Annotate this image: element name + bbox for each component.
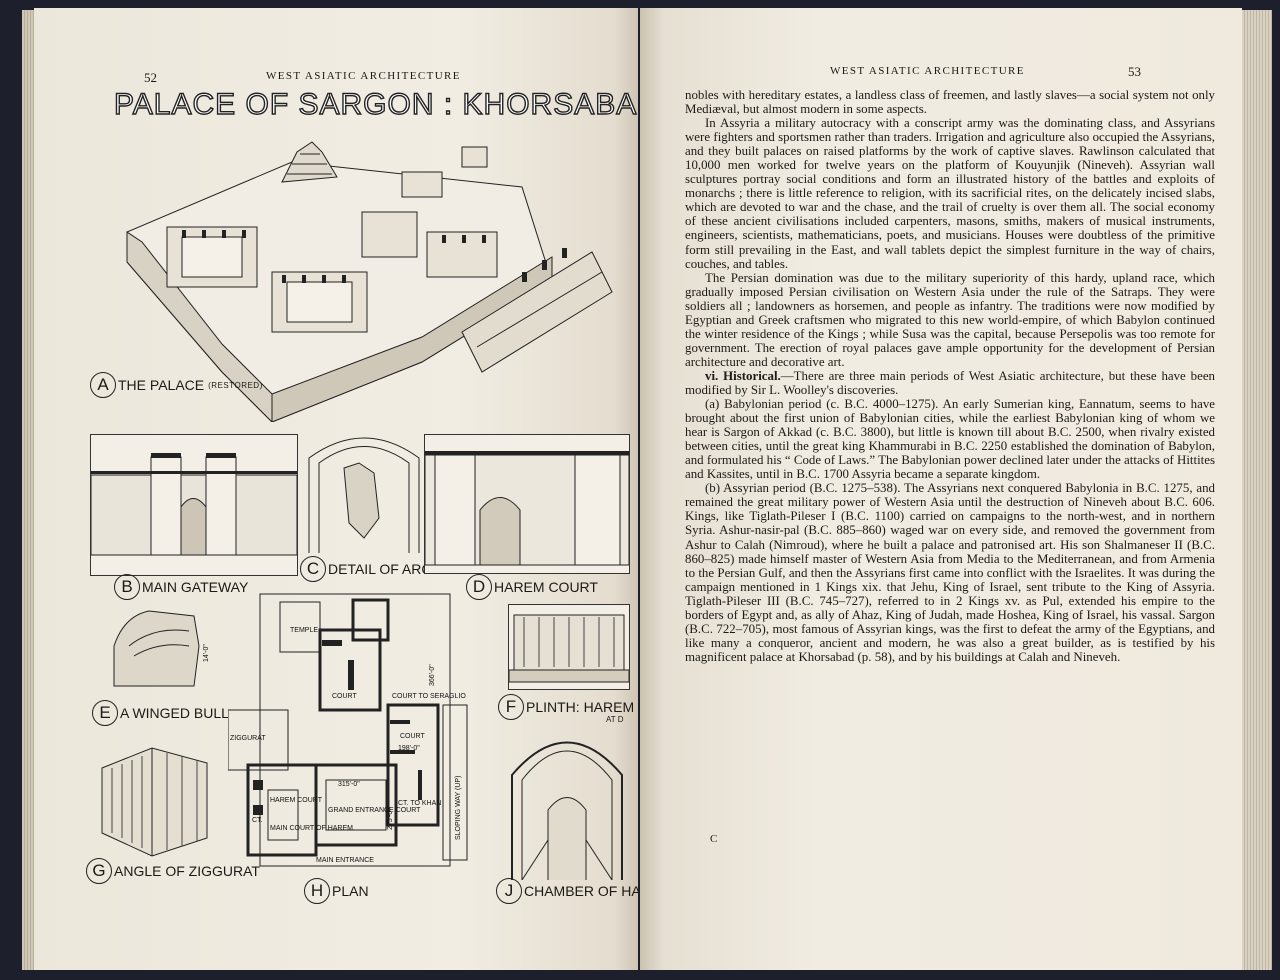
page-number-left: 52 [144,70,157,85]
figure-c-archivolt [304,428,422,556]
caption-text: THE PALACE [118,377,205,393]
figure-g-ziggurat-angle [92,728,212,858]
figure-e-winged-bull: 14'-0" [104,606,212,696]
right-page: WEST ASIATIC ARCHITECTURE 53 nobles with… [640,8,1242,970]
caption-h: H PLAN [304,878,369,904]
page-number-right: 53 [1128,64,1141,79]
paragraph: In Assyria a military autocracy with a c… [685,116,1215,271]
figure-letter: B [114,574,140,600]
caption-text: CHAMBER OF HAREM [524,883,638,899]
palace-drawing [126,141,613,422]
plan-label-ziggurat: ZIGGURAT [230,735,266,742]
figure-letter: C [300,556,326,582]
caption-text: PLINTH: HAREM COURT [526,699,638,715]
running-head-left: WEST ASIATIC ARCHITECTURE [266,70,461,82]
plan-label-sloping-way: SLOPING WAY (UP) [455,776,462,840]
plan-dim-366: 366'-0" [429,664,436,686]
figure-b-main-gateway [90,434,298,576]
chamber-drawing [511,741,623,880]
figure-letter: A [90,372,116,398]
plan-dim-275: 275'-0" [387,808,394,830]
plinth-drawing [509,614,629,683]
plate-title: PALACE OF SARGON : KHORSABAD [113,87,638,121]
caption-e: E A WINGED BULL [92,700,229,726]
caption-sub: (RESTORED) [208,380,263,390]
plan-label-ct-to-khan: CT. TO KHAN [398,800,441,807]
plan-label-court: COURT [332,693,357,700]
paragraph-historical: vi. Historical.—There are three main per… [685,369,1215,397]
caption-b: B MAIN GATEWAY [114,574,248,600]
figure-j-chamber [508,720,626,880]
caption-text: HAREM COURT [494,579,598,595]
caption-d: D HAREM COURT [466,574,598,600]
figure-h-plan: TEMPLE ZIGGURAT COURT COURT TO SERAGLIO … [228,590,484,870]
paragraph: nobles with hereditary estates, a landle… [685,88,1215,117]
gateway-drawing [91,453,297,556]
archivolt-drawing [308,437,420,553]
plan-label-temple: TEMPLE [290,627,318,634]
plan-label-main-court-harem: MAIN COURT OF HAREM [270,825,353,832]
winged-bull-drawing: 14'-0" [113,610,210,687]
plan-label-main-entrance: MAIN ENTRANCE [316,857,374,864]
page-edges-left [22,10,34,970]
dim-label-14: 14'-0" [203,644,210,662]
plan-label-harem-court: HAREM COURT [270,797,323,804]
caption-a: A THE PALACE (RESTORED) [90,372,263,398]
caption-text: ANGLE OF ZIGGURAT [114,863,260,879]
caption-text: MAIN GATEWAY [142,579,249,595]
plan-dim-315: 315'-0" [338,781,360,788]
caption-f-sub: AT D [606,715,624,724]
plan-dim-198: 198'-0" [398,745,420,752]
harem-court-drawing [425,451,629,566]
paragraph: (b) Assyrian period (B.C. 1275–538). The… [685,481,1215,664]
figure-letter: D [466,574,492,600]
caption-text: A WINGED BULL [120,705,229,721]
figure-letter: H [304,878,330,904]
figure-d-harem-court [424,434,630,574]
body-text: nobles with hereditary estates, a landle… [685,88,1215,664]
figure-a-palace [122,132,614,422]
plan-drawing: TEMPLE ZIGGURAT COURT COURT TO SERAGLIO … [228,593,468,867]
figure-letter: F [498,694,524,720]
caption-g: G ANGLE OF ZIGGURAT [86,858,260,884]
ziggurat-angle-drawing [101,747,208,857]
plan-label-court-to-seraglio: COURT TO SERAGLIO [392,693,466,700]
figure-letter: E [92,700,118,726]
plan-label-grand-entrance: GRAND ENTRANCE COURT [328,807,421,814]
plan-label-ct: CT. [252,817,263,824]
caption-text: PLAN [332,883,369,899]
caption-f: F PLINTH: HAREM COURT [498,694,638,720]
caption-j: J CHAMBER OF HAREM [496,878,638,904]
paragraph-text: —There are three main periods of West As… [685,368,1216,397]
left-page: 52 WEST ASIATIC ARCHITECTURE PALACE OF S… [34,8,638,970]
paragraph: The Persian domination was due to the mi… [685,270,1215,369]
running-head-right: WEST ASIATIC ARCHITECTURE [830,65,1025,77]
page-edges-right [1242,10,1272,970]
section-heading: vi. Historical. [705,368,781,383]
figure-f-plinth [508,604,630,690]
figure-letter: G [86,858,112,884]
figure-letter: J [496,878,522,904]
plan-label-court-right: COURT [400,733,425,740]
signature-mark: C [710,833,718,845]
paragraph: (a) Babylonian period (c. B.C. 4000–1275… [685,397,1215,482]
